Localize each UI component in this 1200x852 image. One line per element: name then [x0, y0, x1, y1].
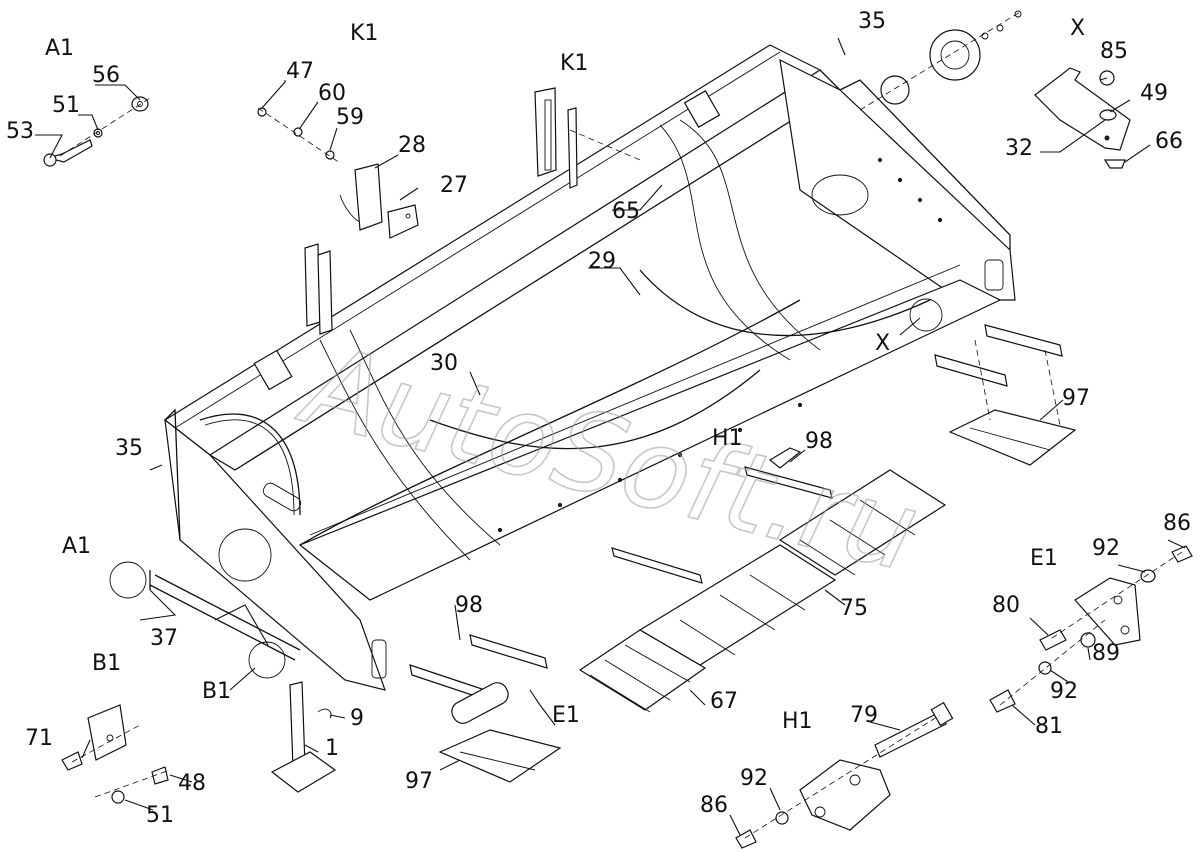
detail-h1 — [735, 701, 954, 849]
view-label-a1-left: A1 — [62, 534, 91, 559]
view-label-h1-bottom: H1 — [782, 709, 813, 734]
plate-k1-mid — [534, 87, 641, 189]
callout-9: 9 — [350, 706, 364, 731]
callout-98-right: 98 — [805, 429, 833, 454]
plate-98-right — [611, 447, 833, 584]
callout-51-bottom: 51 — [146, 803, 174, 828]
callout-67: 67 — [710, 689, 738, 714]
callout-27: 27 — [440, 173, 468, 198]
callout-30: 30 — [430, 351, 458, 376]
view-label-e1-right: E1 — [1030, 546, 1058, 571]
callout-1: 1 — [325, 736, 339, 761]
ladder-section-75 — [638, 469, 947, 666]
support-leg-1 — [270, 681, 337, 793]
plate-left-dotted — [304, 243, 333, 335]
callout-48: 48 — [178, 771, 206, 796]
callout-65: 65 — [612, 199, 640, 224]
callout-66: 66 — [1155, 129, 1183, 154]
callout-35-top: 35 — [858, 9, 886, 34]
view-label-k1-mid: K1 — [560, 51, 588, 76]
callout-86-right: 86 — [1163, 511, 1191, 536]
callout-98-left: 98 — [455, 593, 483, 618]
callout-47: 47 — [286, 59, 314, 84]
view-label-h1-mid: H1 — [712, 426, 743, 451]
floor-panel-97-right — [934, 324, 1077, 466]
leader-lines — [35, 37, 1186, 836]
view-label-k1-top: K1 — [350, 21, 378, 46]
detail-e1 — [989, 545, 1193, 713]
callout-92-lower: 92 — [1050, 679, 1078, 704]
view-label-a1-top: A1 — [45, 36, 74, 61]
callout-89: 89 — [1092, 641, 1120, 666]
callout-51-top: 51 — [52, 93, 80, 118]
callout-92-bottom: 92 — [740, 766, 768, 791]
callout-86-bottom: 86 — [700, 793, 728, 818]
callout-97-left: 97 — [405, 769, 433, 794]
callout-92-upper: 92 — [1092, 536, 1120, 561]
callout-53: 53 — [6, 119, 34, 144]
callout-56: 56 — [92, 63, 120, 88]
callout-28: 28 — [398, 133, 426, 158]
view-label-e1-mid: E1 — [552, 703, 580, 728]
callout-37: 37 — [150, 626, 178, 651]
view-label-b1-left: B1 — [92, 651, 121, 676]
callout-75: 75 — [840, 596, 868, 621]
view-label-x-mid: X — [875, 331, 890, 356]
callout-81: 81 — [1035, 714, 1063, 739]
pulley-assembly — [859, 10, 1022, 111]
callout-97-right: 97 — [1062, 386, 1090, 411]
bar-37 — [149, 570, 301, 661]
callout-59: 59 — [336, 105, 364, 130]
callout-71: 71 — [25, 726, 53, 751]
view-labels: A1 K1 K1 X X A1 B1 B1 E1 E1 H1 H1 — [45, 16, 1085, 734]
detail-x — [1034, 67, 1131, 169]
callout-29: 29 — [588, 249, 616, 274]
circle-x — [909, 298, 943, 332]
circle-a1-b1 — [109, 561, 286, 679]
ladder-section-67 — [578, 629, 707, 713]
callout-60: 60 — [318, 81, 346, 106]
fastener-group-k1 — [257, 107, 419, 239]
callout-80: 80 — [992, 593, 1020, 618]
floor-panel-97-left — [409, 634, 562, 783]
callout-79: 79 — [850, 703, 878, 728]
detail-b1 — [61, 704, 171, 804]
callout-32: 32 — [1005, 136, 1033, 161]
view-label-b1-mid: B1 — [202, 679, 231, 704]
callout-85: 85 — [1100, 39, 1128, 64]
view-label-x-top: X — [1070, 16, 1085, 41]
main-frame — [163, 44, 1016, 691]
callout-49: 49 — [1140, 81, 1168, 106]
callout-35-left: 35 — [115, 436, 143, 461]
callout-numbers: 53 51 56 47 60 59 28 27 65 29 30 35 35 8… — [6, 9, 1191, 828]
